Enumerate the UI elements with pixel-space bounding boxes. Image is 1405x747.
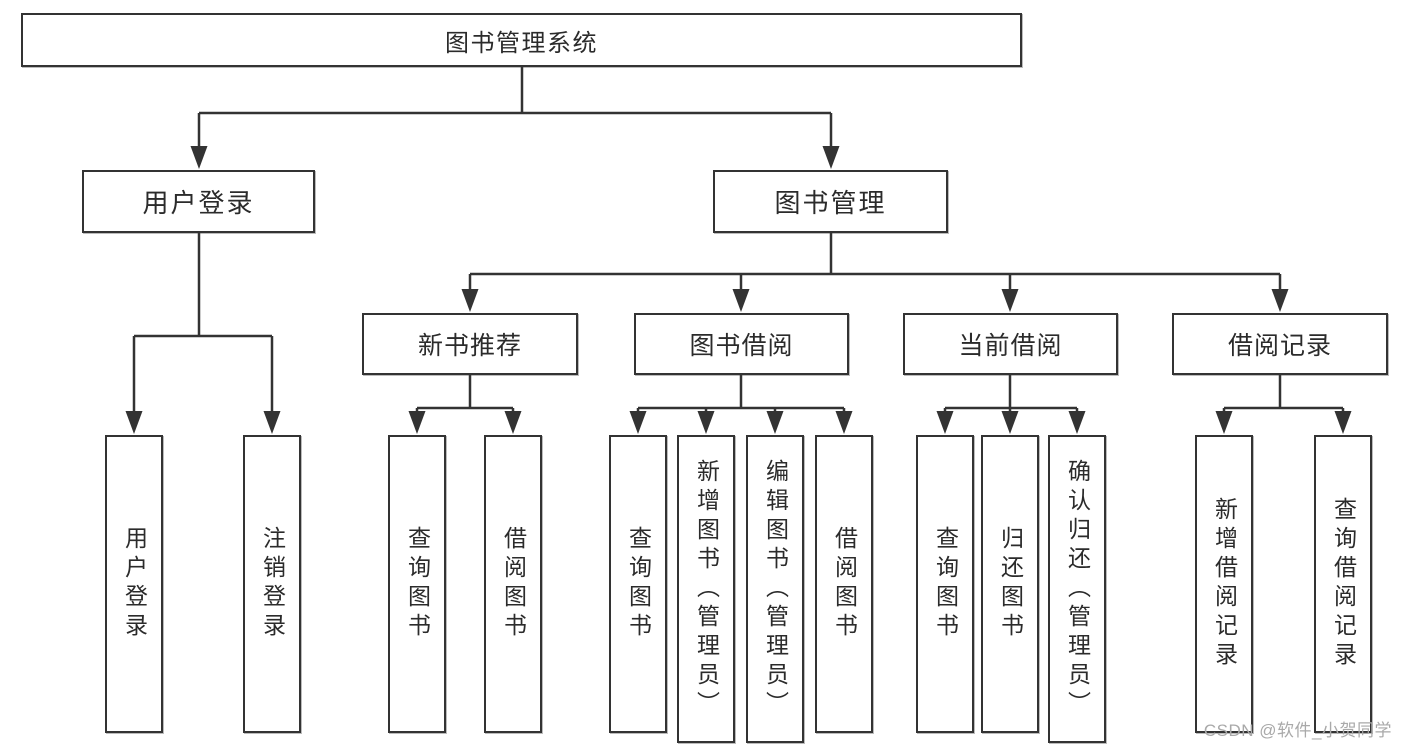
csdn-watermark: CSDN @软件_小贺同学 xyxy=(1203,721,1392,740)
leaf-query-books-current-label: 查询图书 xyxy=(932,526,959,642)
node-user-login: 用户登录 xyxy=(82,170,315,233)
node-current-borrow: 当前借阅 xyxy=(903,313,1118,375)
leaf-borrow-books-newbook: 借阅图书 xyxy=(484,435,542,733)
leaf-return-books: 归还图书 xyxy=(981,435,1039,733)
node-new-book-recommend-label: 新书推荐 xyxy=(417,332,522,360)
leaf-query-books-newbook: 查询图书 xyxy=(388,435,446,733)
leaf-return-books-label: 归还图书 xyxy=(997,526,1024,642)
leaf-logout: 注销登录 xyxy=(243,435,301,733)
leaf-query-borrow-record: 查询借阅记录 xyxy=(1314,435,1372,733)
node-current-borrow-label: 当前借阅 xyxy=(958,332,1063,360)
leaf-query-books-newbook-label: 查询图书 xyxy=(404,526,431,642)
leaf-query-books-current: 查询图书 xyxy=(916,435,974,733)
leaf-logout-label: 注销登录 xyxy=(259,526,286,642)
node-borrow-records-label: 借阅记录 xyxy=(1227,332,1332,360)
leaf-query-books-borrow: 查询图书 xyxy=(609,435,667,733)
leaf-borrow-books-label: 借阅图书 xyxy=(831,526,858,642)
node-borrow-records: 借阅记录 xyxy=(1172,313,1388,375)
leaf-borrow-books-newbook-label: 借阅图书 xyxy=(500,526,527,642)
leaf-edit-books-admin-label: 编辑图书（管理员） xyxy=(762,458,789,720)
node-library-system: 图书管理系统 xyxy=(21,13,1022,67)
leaf-add-borrow-record: 新增借阅记录 xyxy=(1195,435,1253,733)
node-library-system-label: 图书管理系统 xyxy=(445,29,598,57)
leaf-add-books-admin: 新增图书（管理员） xyxy=(677,435,735,743)
leaf-confirm-return-admin-label: 确认归还（管理员） xyxy=(1064,458,1091,720)
leaf-borrow-books: 借阅图书 xyxy=(815,435,873,733)
arrowheads xyxy=(125,146,1352,434)
node-book-borrow: 图书借阅 xyxy=(634,313,849,375)
leaf-query-books-borrow-label: 查询图书 xyxy=(625,526,652,642)
leaf-add-borrow-record-label: 新增借阅记录 xyxy=(1211,497,1238,671)
node-new-book-recommend: 新书推荐 xyxy=(362,313,578,375)
node-book-management: 图书管理 xyxy=(713,170,948,233)
leaf-edit-books-admin: 编辑图书（管理员） xyxy=(746,435,804,743)
arrow-shafts xyxy=(132,113,1345,413)
node-book-borrow-label: 图书借阅 xyxy=(689,332,794,360)
leaf-user-login-label: 用户登录 xyxy=(121,526,148,642)
node-book-management-label: 图书管理 xyxy=(774,188,887,218)
leaf-confirm-return-admin: 确认归还（管理员） xyxy=(1048,435,1106,743)
leaf-add-books-admin-label: 新增图书（管理员） xyxy=(693,458,720,720)
tree-branch-lines xyxy=(134,67,1343,410)
node-user-login-label: 用户登录 xyxy=(142,188,255,218)
leaf-query-borrow-record-label: 查询借阅记录 xyxy=(1330,497,1357,671)
leaf-user-login: 用户登录 xyxy=(105,435,163,733)
